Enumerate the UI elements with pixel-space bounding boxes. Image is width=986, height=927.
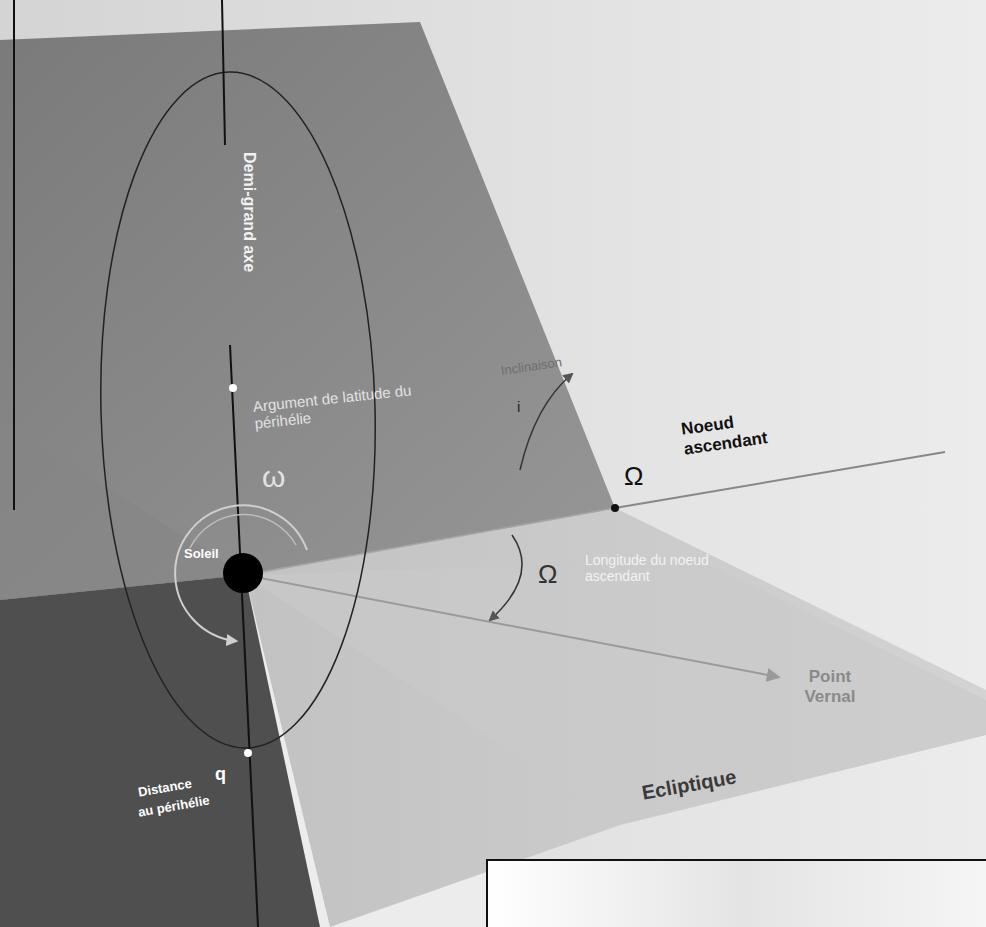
angle-label: Argument de latitude du périhélie bbox=[252, 376, 469, 433]
angle-label: Longitude du noeud ascendant bbox=[585, 552, 775, 584]
angle-label: Inclinaison bbox=[500, 355, 563, 378]
distance-symbol: q bbox=[215, 764, 226, 785]
point-label: Noeud ascendant bbox=[680, 404, 799, 459]
plane-label: Ecliptique bbox=[640, 765, 738, 804]
angle-symbol: i bbox=[517, 398, 520, 415]
angle-symbol: ω bbox=[262, 460, 285, 495]
body-label: Soleil bbox=[184, 547, 219, 562]
direction-label: Point Vernal bbox=[790, 667, 870, 706]
angle-symbol: Ω bbox=[624, 462, 643, 492]
angle-symbol: Ω bbox=[538, 560, 557, 590]
axis-label: Demi-grand axe bbox=[240, 152, 258, 272]
